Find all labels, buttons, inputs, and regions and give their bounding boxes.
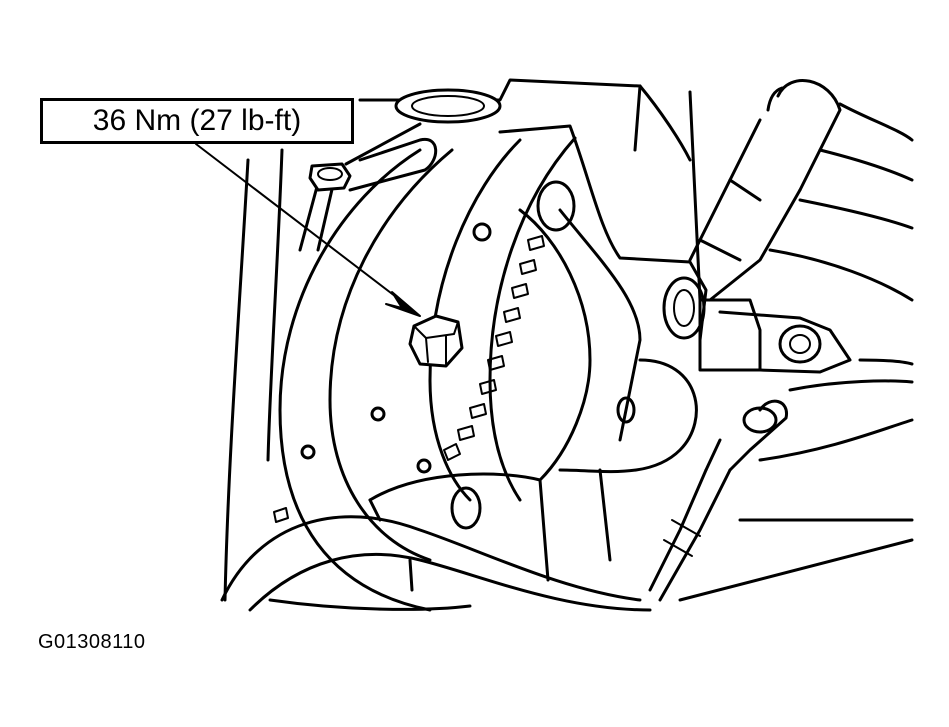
side-bolt: [698, 298, 852, 374]
torque-spec-label: 36 Nm (27 lb-ft): [40, 98, 354, 144]
oval-cap: [394, 88, 502, 124]
engine-block-outline: [223, 78, 702, 602]
wire-harness: [678, 102, 914, 602]
callout-arrow: [195, 143, 421, 317]
mounting-bracket: [368, 124, 708, 522]
ring-gear-teeth: [273, 235, 545, 523]
figure-id: G01308110: [38, 631, 146, 653]
ground-cable: [648, 79, 842, 602]
upper-nut: [308, 162, 352, 192]
flywheel-bolt: [408, 314, 464, 368]
flywheel: [278, 136, 577, 612]
lower-cable: [220, 468, 652, 612]
